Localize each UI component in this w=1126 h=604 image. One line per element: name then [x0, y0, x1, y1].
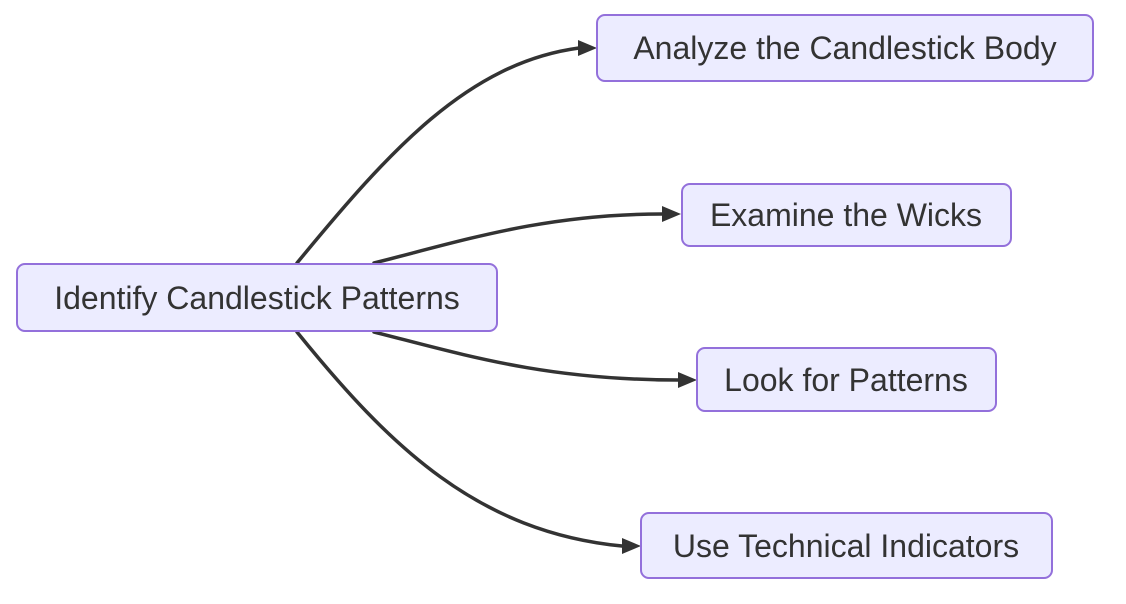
node-label: Use Technical Indicators [673, 528, 1019, 564]
node-analyze-candlestick-body: Analyze the Candlestick Body [596, 14, 1094, 82]
node-box [640, 512, 1053, 579]
node-examine-the-wicks: Examine the Wicks [681, 183, 1012, 247]
node-label: Look for Patterns [724, 362, 968, 398]
node-label: Analyze the Candlestick Body [633, 30, 1056, 66]
arrowhead-icon [622, 538, 641, 554]
node-box [16, 263, 498, 332]
node-use-technical-indicators: Use Technical Indicators [640, 512, 1053, 579]
arrowhead-icon [578, 40, 597, 56]
node-look-for-patterns: Look for Patterns [696, 347, 997, 412]
edge-curve [372, 330, 680, 382]
node-box [696, 347, 997, 412]
edge-root-to-examine-wicks [372, 206, 681, 265]
node-box [596, 14, 1094, 82]
edge-root-to-analyze-body [295, 40, 597, 265]
edge-curve [295, 46, 581, 265]
arrowhead-icon [662, 206, 681, 222]
node-box [681, 183, 1012, 247]
arrowhead-icon [678, 372, 697, 388]
node-label: Examine the Wicks [710, 197, 982, 233]
edge-root-to-look-patterns [372, 330, 697, 388]
node-identify-candlestick-patterns: Identify Candlestick Patterns [16, 263, 498, 332]
node-layer: Identify Candlestick Patterns Analyze th… [16, 14, 1094, 579]
edge-root-to-technical-indicators [295, 330, 641, 554]
edge-curve [295, 330, 624, 548]
edge-layer [295, 40, 697, 554]
node-label: Identify Candlestick Patterns [54, 280, 460, 316]
edge-curve [372, 212, 664, 265]
